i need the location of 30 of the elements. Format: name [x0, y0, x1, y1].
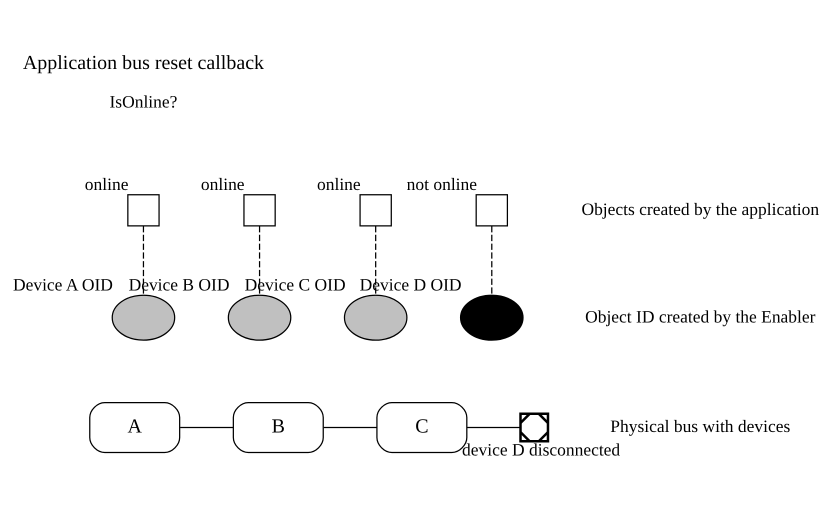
node-label: Device D OID — [360, 274, 462, 294]
connector — [375, 226, 376, 295]
label: Physical bus with devices — [610, 416, 790, 436]
node-label: Device A OID — [12, 274, 113, 294]
node-box: B — [232, 401, 324, 453]
node-box: A — [89, 401, 180, 453]
node-label: online — [84, 173, 128, 194]
node-box — [243, 194, 276, 226]
connector — [491, 226, 492, 295]
node-circle — [228, 294, 292, 340]
label: IsOnline? — [109, 91, 178, 112]
node-label: Device C OID — [244, 274, 346, 294]
connector — [324, 426, 377, 428]
node-label: online — [200, 173, 245, 194]
connector — [180, 426, 234, 428]
label: Objects created by the application — [581, 198, 820, 218]
diagram-title: Application bus reset callback — [22, 51, 264, 74]
connector — [142, 226, 144, 295]
node-circle — [112, 294, 176, 340]
node-circle — [344, 294, 408, 340]
node-box — [127, 194, 160, 226]
node-label: online — [317, 173, 361, 194]
node-label: Device B OID — [128, 274, 230, 294]
node-label: not online — [406, 173, 478, 194]
connector — [467, 426, 520, 428]
node-box — [359, 194, 392, 226]
connector — [258, 226, 260, 295]
label: Object ID created by the Enabler — [585, 306, 816, 326]
node-box — [476, 194, 508, 226]
node-circle — [460, 294, 524, 340]
